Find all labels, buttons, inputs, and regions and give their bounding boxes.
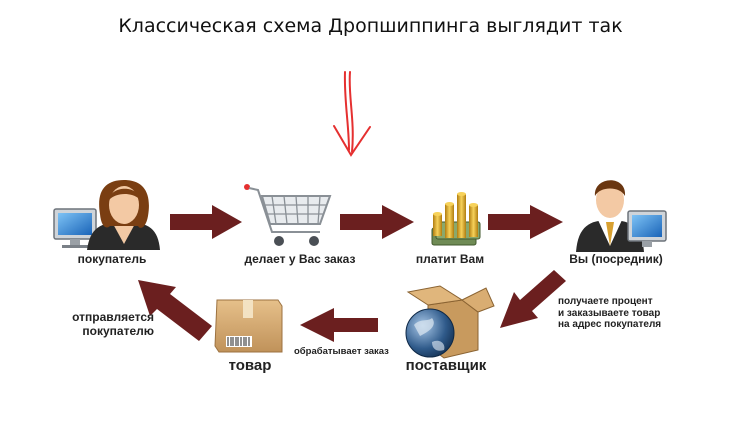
package-icon xyxy=(214,299,283,353)
arrow-you-to-supplier xyxy=(500,270,566,328)
computer-icon xyxy=(53,208,97,248)
edge-label-goods-to-buyer: отправляется покупателю xyxy=(48,310,154,339)
arrow-cart-to-coins xyxy=(340,205,414,239)
businessman-icon xyxy=(576,180,644,252)
arrow-coins-to-you xyxy=(488,205,563,239)
edge-label-line: на адрес покупателя xyxy=(558,319,662,330)
globe-box-icon xyxy=(405,285,495,359)
node-label-you: Вы (посредник) xyxy=(569,252,663,266)
edge-label-supplier-to-goods: обрабатывает заказ xyxy=(294,346,389,357)
edge-label-line: получаете процент xyxy=(558,296,653,307)
node-label-buyer: покупатель xyxy=(77,252,147,266)
node-label-order: делает у Вас заказ xyxy=(244,252,356,266)
arrow-buyer-to-cart xyxy=(170,205,242,239)
coins-icon xyxy=(431,192,481,246)
red-arrow-icon xyxy=(333,71,371,157)
edge-label-line: и заказываете товар xyxy=(558,307,661,319)
woman-icon xyxy=(87,180,160,250)
arrow-supplier-to-goods xyxy=(300,308,378,342)
computer-icon xyxy=(627,210,667,247)
flow-arrows xyxy=(138,205,566,342)
node-label-supplier: поставщик xyxy=(405,357,487,374)
arrow-goods-to-buyer xyxy=(138,280,212,341)
shopping-cart-icon xyxy=(244,184,332,246)
diagram-title: Классическая схема Дропшиппинга выглядит… xyxy=(118,15,623,37)
edge-label-line: покупателю xyxy=(82,323,154,338)
node-label-goods: товар xyxy=(228,357,272,374)
edge-label-you-to-supplier: получаете процент и заказываете товар на… xyxy=(558,296,661,331)
node-label-pays: платит Вам xyxy=(415,252,485,266)
edge-label-line: отправляется xyxy=(72,310,154,324)
